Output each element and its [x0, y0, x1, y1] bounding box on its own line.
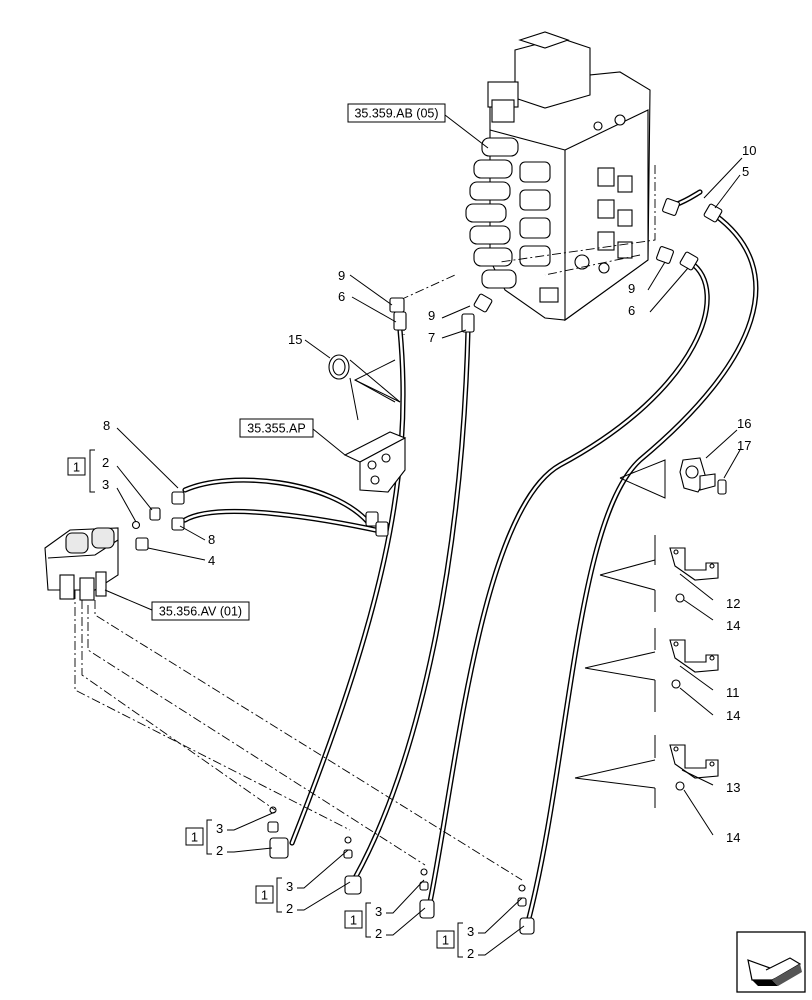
kit-group-3: 1 3 2 — [344, 879, 426, 941]
kit-item-upper: 3 — [375, 904, 382, 919]
hose-8-lower — [182, 508, 388, 535]
bracket-11 — [669, 639, 719, 689]
callout-8-lower: 8 — [208, 532, 215, 547]
callout-7-mid: 7 — [428, 330, 435, 345]
kit-item-upper: 3 — [216, 821, 223, 836]
callout-numbers: 10 5 9 6 9 7 9 6 15 8 8 2 3 4 16 17 12 1… — [102, 143, 756, 845]
clamp-16 — [679, 457, 716, 493]
o-ring-15 — [328, 354, 350, 380]
ref-valve-block-text: 35.359.AB (05) — [354, 107, 438, 121]
pedal-valve — [44, 527, 119, 601]
valve-ports — [539, 114, 633, 303]
callout-12: 12 — [726, 596, 740, 611]
bolt-17 — [717, 479, 727, 495]
callout-10: 10 — [742, 143, 756, 158]
callout-4-left: 4 — [208, 553, 215, 568]
kit-item-lower: 2 — [375, 926, 382, 941]
hose-fittings-bottom — [267, 806, 535, 935]
arrow-navigation-icon[interactable] — [736, 931, 806, 993]
kit-group-1: 1 3 2 — [185, 811, 276, 858]
callout-9-left: 9 — [338, 268, 345, 283]
hose-6-right — [427, 259, 710, 905]
ref-box-bracket[interactable]: 35.355.AP — [239, 418, 314, 438]
callout-9-mid: 9 — [428, 308, 435, 323]
kit-group-2: 1 3 2 — [255, 849, 351, 916]
hose-6-left — [289, 327, 406, 846]
leader-lines — [104, 114, 743, 836]
kit-groups: 1 3 2 1 3 2 1 3 2 1 3 2 — [185, 811, 525, 961]
ref-pedal-valve-text: 35.356.AV (01) — [159, 605, 242, 619]
callout-16: 16 — [737, 416, 751, 431]
callout-14-c: 14 — [726, 830, 740, 845]
callout-6-right: 6 — [628, 303, 635, 318]
bracket-12 — [669, 547, 719, 603]
ref-box-valve-block[interactable]: 35.359.AB (05) — [347, 103, 446, 123]
kit-label: 1 — [191, 830, 198, 845]
valve-spools — [465, 137, 551, 289]
callout-6-left: 6 — [338, 289, 345, 304]
kit-label: 1 — [350, 913, 357, 928]
callout-8-upper: 8 — [103, 418, 110, 433]
callout-14-a: 14 — [726, 618, 740, 633]
kit-item-upper: 3 — [467, 924, 474, 939]
hose-5-right — [525, 212, 759, 925]
bracket-13 — [669, 744, 719, 791]
kit-label: 1 — [442, 933, 449, 948]
callout-15: 15 — [288, 332, 302, 347]
hose-7-mid — [352, 327, 471, 881]
kit-item-upper: 3 — [286, 879, 293, 894]
callout-2-left: 2 — [102, 455, 109, 470]
kit-group-4: 1 3 2 — [436, 897, 525, 961]
kit-item-lower: 2 — [216, 843, 223, 858]
callout-5: 5 — [742, 164, 749, 179]
kit-item-lower: 2 — [467, 946, 474, 961]
hose-fittings-top — [389, 198, 723, 333]
pedal-fittings — [131, 491, 185, 551]
ref-bracket-text: 35.355.AP — [247, 422, 305, 436]
callout-9-right: 9 — [628, 281, 635, 296]
kit-label: 1 — [261, 888, 268, 903]
kit-item-lower: 2 — [286, 901, 293, 916]
hose-8-upper — [182, 477, 371, 525]
callout-11: 11 — [726, 685, 740, 700]
kit-group-left: 1 — [67, 449, 95, 493]
callout-17: 17 — [737, 438, 751, 453]
callout-3-left: 3 — [102, 477, 109, 492]
kit-label-left: 1 — [73, 460, 80, 475]
control-valve-block — [465, 31, 651, 322]
ref-box-pedal-valve[interactable]: 35.356.AV (01) — [151, 601, 250, 621]
callout-13: 13 — [726, 780, 740, 795]
bracket-block — [343, 431, 407, 537]
callout-14-b: 14 — [726, 708, 740, 723]
